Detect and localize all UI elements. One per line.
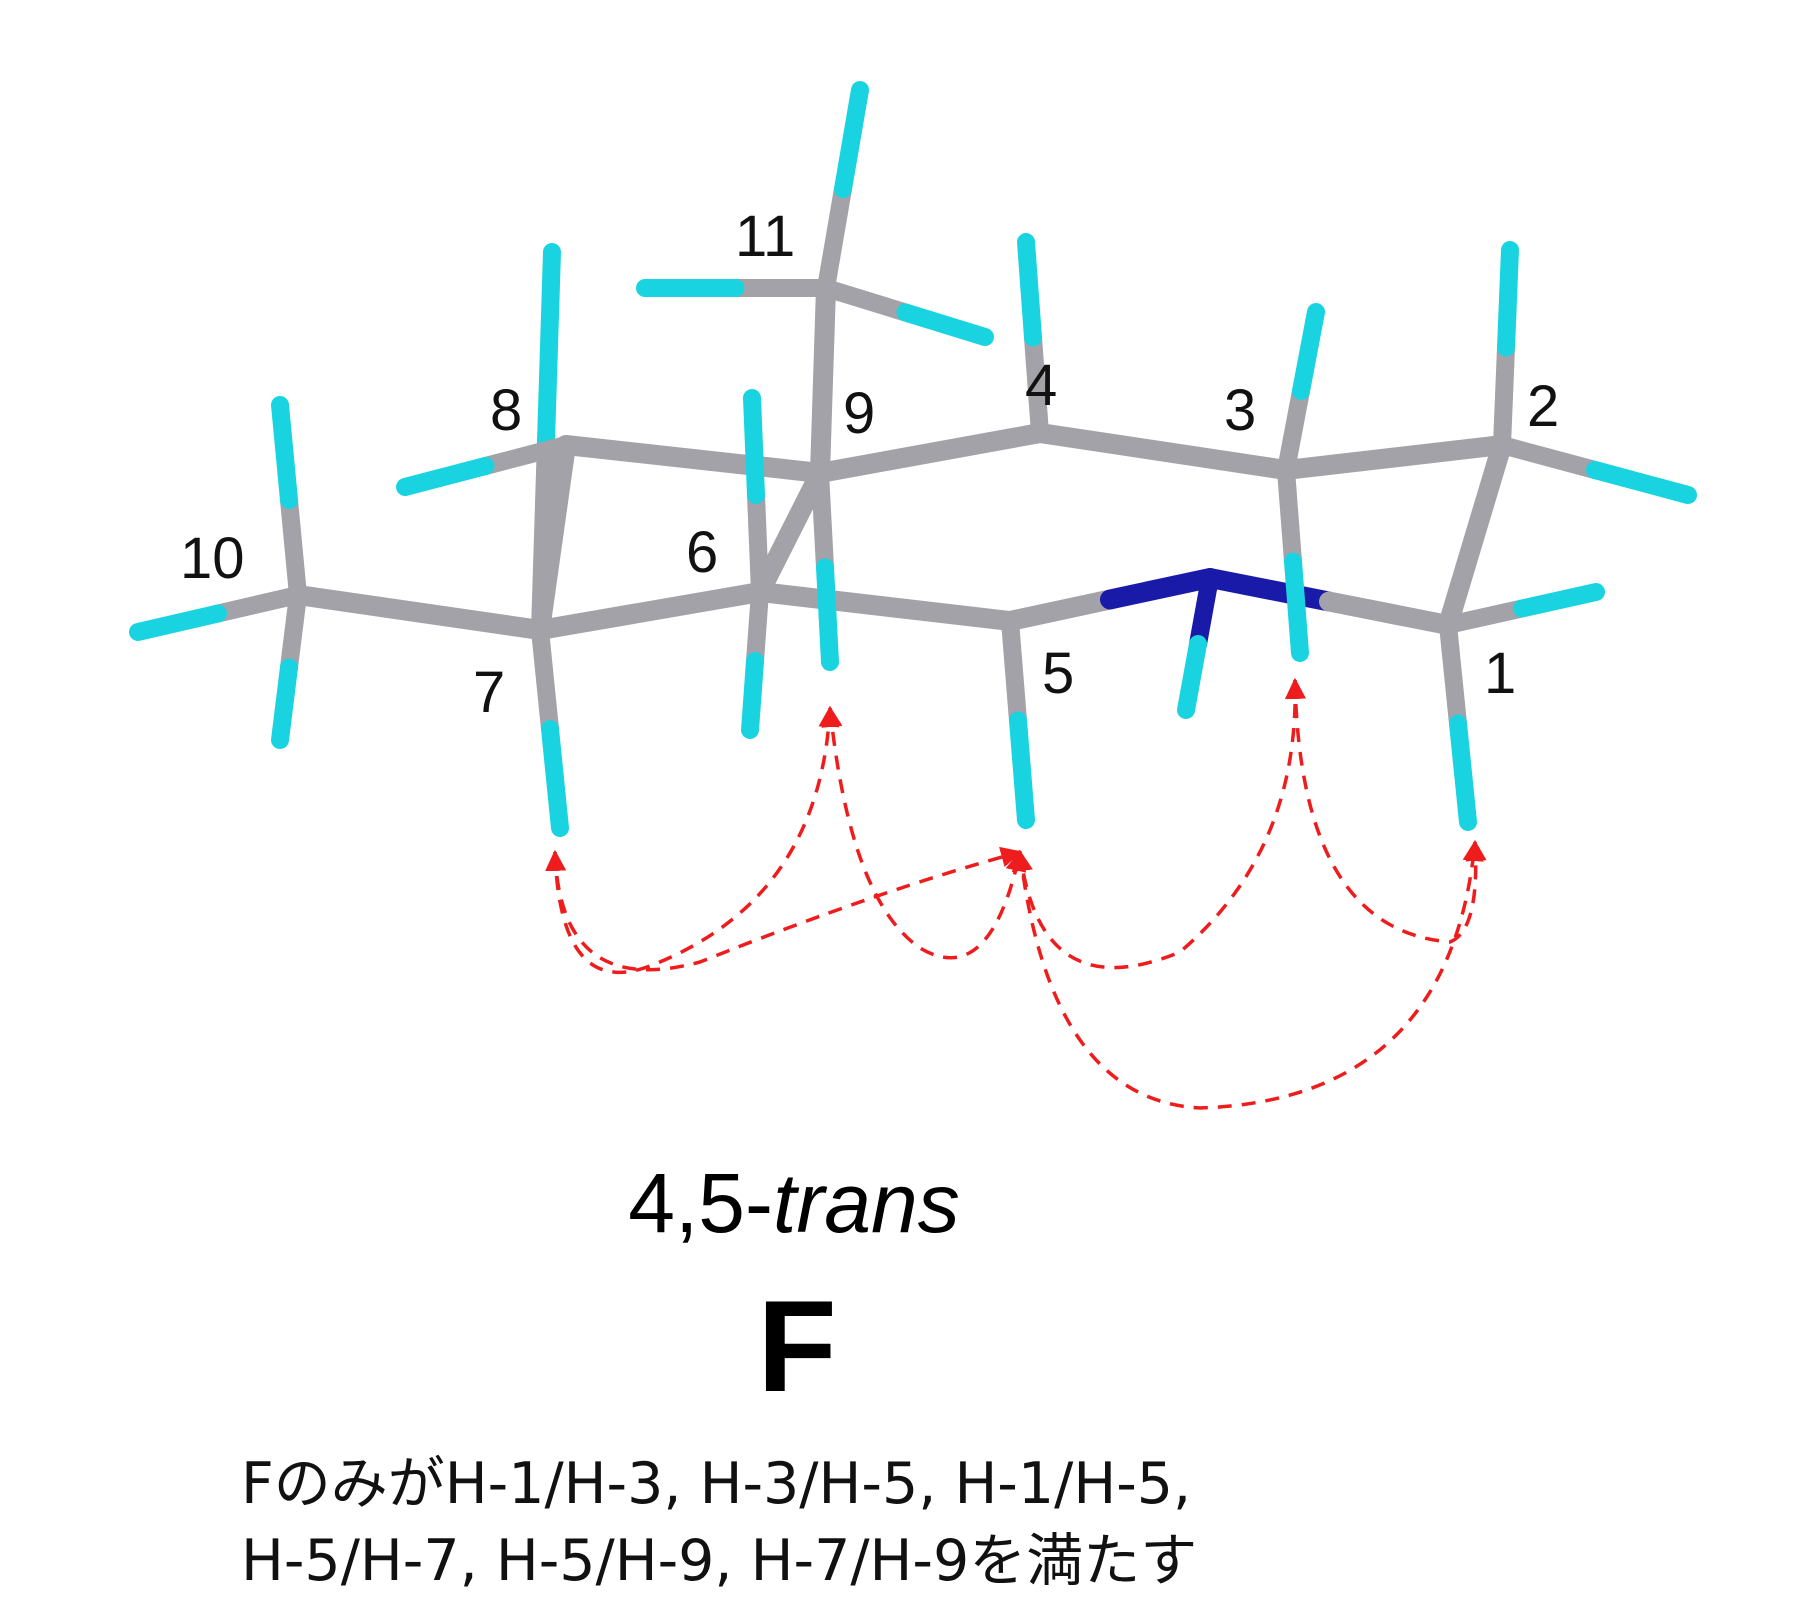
cc-bond-c9-c11	[810, 278, 836, 483]
bond-c5-h7-outer	[1009, 711, 1035, 829]
bond-c11-h17-inner	[817, 180, 852, 297]
bond-c3-h5-outer	[1284, 552, 1309, 662]
bond-c4-h6-inner	[1024, 328, 1049, 442]
compound-label: F	[757, 1273, 836, 1419]
atom-label-2: 2	[1527, 374, 1559, 439]
cn-bond-c5-half	[1000, 589, 1120, 631]
noe-arrow-h3-h5	[1011, 677, 1307, 970]
bond-c6-h8-outer	[741, 652, 764, 739]
atom-label-10: 10	[180, 526, 245, 591]
bond-c2-h2-inner	[1493, 338, 1515, 454]
cc-bond-c9-c8	[556, 435, 830, 483]
atom-label-11: 11	[735, 204, 795, 269]
bond-c3-h5-inner	[1277, 461, 1302, 571]
bond-c7-h11-outer	[537, 243, 561, 450]
bond-c11-h19-outer	[896, 303, 994, 346]
stereo-descriptor: 4,5-trans	[628, 1156, 960, 1250]
bond-c5-h7-inner	[1001, 612, 1027, 730]
stereo-descriptor-italic: trans	[773, 1156, 960, 1250]
bond-c8-h12-outer	[396, 457, 495, 496]
atom-label-6: 6	[686, 520, 718, 585]
atom-label-8: 8	[490, 378, 522, 443]
atom-label-5: 5	[1042, 641, 1074, 706]
bond-c10-h15-outer	[271, 396, 298, 509]
bond-c9-h13-inner	[811, 464, 834, 577]
bond-c11-h17-outer	[834, 81, 869, 198]
bond-c6-h9-inner	[747, 486, 769, 601]
bond-c10-h14-outer	[129, 604, 227, 641]
bond-c10-h14-inner	[209, 586, 307, 623]
bond-c7-h10-inner	[531, 621, 559, 738]
bond-c7-h10-outer	[541, 720, 569, 837]
caption-line-2: H-5/H-7, H-5/H-9, H-7/H-9を満たす	[241, 1528, 1197, 1594]
bond-c2-h3-inner	[1493, 436, 1604, 479]
caption-line-1: FのみがH-1/H-3, H-3/H-5, H-1/H-5,	[241, 1451, 1191, 1517]
bond-c8-h12-inner	[476, 436, 575, 475]
bond-c1-h1-inner	[1439, 616, 1467, 733]
bond-c10-h16-inner	[280, 586, 307, 677]
noe-arrow-h9-h5	[821, 705, 1027, 960]
bond-c6-h9-outer	[743, 389, 765, 504]
cn-bond-c1-half	[1319, 591, 1458, 635]
molecule-bonds	[129, 81, 1697, 837]
bond-c6-h8-inner	[746, 583, 769, 670]
bond-c4-h6-outer	[1017, 233, 1042, 347]
bond-c2-h2-outer	[1497, 241, 1519, 357]
atom-label-7: 7	[473, 660, 505, 725]
cc-bond-c7-c6	[530, 582, 770, 640]
stereo-descriptor-prefix: 4,5-	[628, 1156, 773, 1250]
noe-arrow-h7-h5	[545, 846, 1023, 972]
cc-bond-c4-c9	[810, 423, 1050, 483]
bond-c10-h15-inner	[280, 491, 307, 604]
cc-bond-c6-c9	[750, 463, 830, 602]
cn-bond-n-half-a	[1100, 568, 1220, 610]
bond-c3-h4-outer	[1292, 303, 1325, 400]
atom-label-3: 3	[1224, 378, 1256, 443]
bond-c7-h11-inner	[531, 432, 555, 639]
cc-bond-c2-c3	[1276, 435, 1512, 480]
bond-c11-h19-inner	[817, 279, 915, 322]
bond-c1-h0-inner	[1439, 599, 1531, 634]
atom-label-1: 1	[1484, 641, 1516, 706]
noe-arrow-h7-h9	[545, 705, 840, 975]
cc-bond-c1-c2	[1438, 435, 1512, 635]
noe-arrow-h5-h1	[1011, 839, 1484, 1110]
cn-bond-n-half-b	[1200, 568, 1339, 612]
bond-n-h20-outer	[1177, 635, 1207, 719]
noe-arrow-h3-h1	[1284, 677, 1487, 944]
bond-c10-h16-outer	[271, 658, 298, 749]
noe-correlations	[545, 677, 1487, 1110]
atom-labels: 1 2 3 4 5 6 7 8 9 10 11	[180, 204, 1559, 725]
cc-bond-c7-c10	[288, 585, 550, 640]
bond-c1-h0-outer	[1513, 583, 1605, 618]
bond-c2-h3-outer	[1586, 461, 1697, 504]
bond-n-h20-inner	[1189, 569, 1219, 653]
cc-bond-c3-c4	[1030, 423, 1296, 480]
bond-c9-h13-outer	[816, 558, 839, 671]
atom-label-4: 4	[1025, 353, 1057, 418]
atom-label-9: 9	[843, 381, 875, 446]
bond-c3-h4-inner	[1277, 382, 1310, 479]
cc-bond-c6-c5	[750, 582, 1020, 631]
bond-c1-h1-outer	[1449, 714, 1477, 831]
